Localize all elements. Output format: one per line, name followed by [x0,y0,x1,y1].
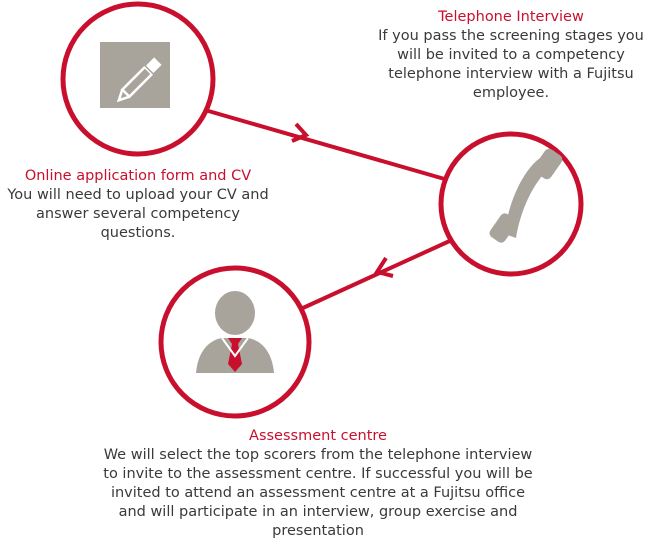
pencil-paper-icon [100,42,170,108]
arrow-head-1 [291,122,310,143]
arrow-head-2 [373,256,394,278]
step-circle [438,131,584,277]
step-title: Telephone Interview [438,9,584,25]
step-description: We will select the top scorers from the … [103,447,533,539]
connector-line-1 [197,106,449,182]
step-telephone-interview-text: Telephone Interview If you pass the scre… [365,8,657,103]
step-assessment-centre-text: Assessment centre We will select the top… [100,427,536,541]
person-icon [196,291,274,373]
step-description: You will need to upload your CV and answ… [7,187,269,241]
step-description: If you pass the screening stages you wil… [378,28,644,101]
step-title: Assessment centre [249,428,387,444]
telephone-icon [489,148,563,243]
step-title: Online application form and CV [24,168,252,184]
step-assessment-centre [158,265,312,419]
step-telephone-interview [438,131,584,277]
connector-line-2 [280,237,455,320]
step-online-application [60,1,216,157]
step-online-application-text: Online application form and CV You will … [4,167,272,243]
